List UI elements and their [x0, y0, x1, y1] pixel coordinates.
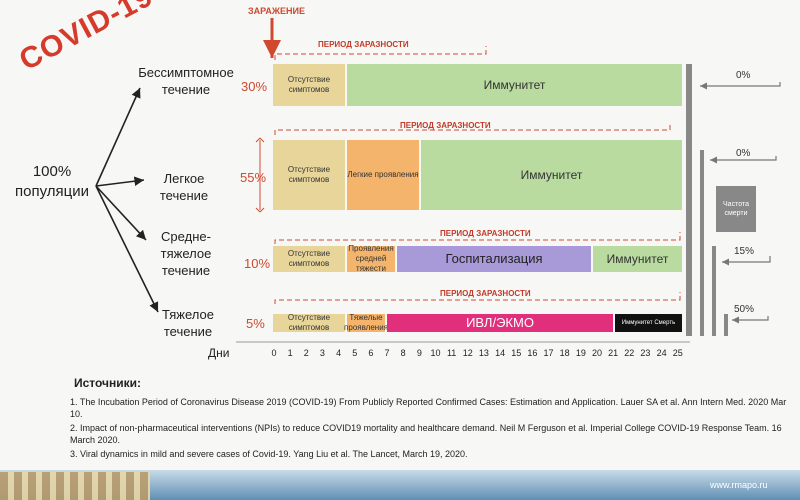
course-text: Средне-	[161, 229, 211, 244]
infection-label: ЗАРАЖЕНИЕ	[248, 6, 305, 16]
day-tick: 9	[416, 348, 422, 358]
reference-1: 1. The Incubation Period of Coronavirus …	[70, 397, 787, 419]
segment-immunity-or-death: Иммунитет Смерть	[615, 314, 682, 332]
segment-no-symptoms: Отсутствие симптомов	[273, 64, 345, 106]
day-tick: 6	[368, 348, 374, 358]
outcome-bar-severe	[724, 314, 728, 336]
pct-severe: 5%	[246, 316, 265, 331]
day-tick: 19	[575, 348, 586, 358]
reference-3: 3. Viral dynamics in mild and severe cas…	[70, 449, 468, 459]
segment-immunity: Иммунитет	[421, 140, 682, 210]
day-tick: 25	[672, 348, 683, 358]
segment-hospitalization: Госпитализация	[397, 246, 591, 272]
day-tick: 11	[446, 348, 457, 358]
day-tick: 0	[271, 348, 277, 358]
course-text: течение	[163, 324, 213, 339]
day-tick: 5	[352, 348, 358, 358]
pct-moderate: 10%	[244, 256, 271, 271]
course-text: Тяжелое	[162, 307, 214, 322]
segment-immunity: Иммунитет	[347, 64, 682, 106]
day-tick: 4	[336, 348, 342, 358]
day-tick: 14	[495, 348, 506, 358]
course-text: течение	[159, 188, 209, 203]
segment-no-symptoms: Отсутствие симптомов	[273, 313, 345, 332]
day-tick: 2	[303, 348, 309, 358]
population-label: 100% популяции	[12, 162, 92, 202]
infectious-period-label: ПЕРИОД ЗАРАЗНОСТИ	[400, 121, 491, 130]
mortality-rate-label: Частота смерти	[716, 186, 756, 232]
days-axis-label: Дни	[208, 346, 230, 360]
site-url[interactable]: www.rmapo.ru	[710, 480, 768, 490]
infectious-period-label: ПЕРИОД ЗАРАЗНОСТИ	[440, 229, 531, 238]
day-tick: 7	[384, 348, 390, 358]
segment-immunity: Иммунитет	[593, 246, 682, 272]
day-tick: 24	[656, 348, 667, 358]
day-tick: 22	[624, 348, 635, 358]
outcome-bar-main	[686, 64, 692, 336]
segment-ventilation-ecmo: ИВЛ/ЭКМО	[387, 314, 613, 332]
pct-mild: 55%	[240, 170, 267, 185]
day-tick: 21	[608, 348, 619, 358]
day-tick: 17	[543, 348, 554, 358]
day-tick: 12	[462, 348, 473, 358]
segment-moderate-manifestations: Проявления средней тяжести	[347, 244, 395, 273]
segment-no-symptoms: Отсутствие симптомов	[273, 246, 345, 272]
day-tick: 10	[430, 348, 441, 358]
day-tick: 20	[591, 348, 602, 358]
day-tick: 1	[287, 348, 293, 358]
reference-2: 2. Impact of non-pharmaceutical interven…	[70, 423, 782, 445]
day-tick: 23	[640, 348, 651, 358]
population-text: популяции	[15, 183, 89, 200]
course-text: течение	[161, 263, 211, 278]
course-text: течение	[161, 82, 211, 97]
day-tick: 8	[400, 348, 406, 358]
population-pct: 100%	[32, 163, 72, 180]
outcome-bar-mild	[700, 150, 704, 336]
segment-severe-manifestations: Тяжелые проявления	[344, 313, 388, 332]
course-label-asymptomatic: Бессимптомное течение	[136, 64, 236, 98]
outcome-bar-moderate	[712, 246, 716, 336]
mortality-asymptomatic: 0%	[736, 70, 751, 81]
day-tick: 13	[478, 348, 489, 358]
course-text: тяжелое	[160, 246, 212, 261]
day-tick: 3	[319, 348, 325, 358]
day-tick: 16	[527, 348, 538, 358]
day-tick: 18	[559, 348, 570, 358]
segment-no-symptoms: Отсутствие симптомов	[273, 140, 345, 210]
course-label-severe: Тяжелое течение	[150, 306, 226, 340]
mortality-moderate: 15%	[734, 246, 755, 257]
mortality-mild: 0%	[736, 148, 751, 159]
course-text: Бессимптомное	[138, 65, 234, 80]
infectious-period-label: ПЕРИОД ЗАРАЗНОСТИ	[318, 40, 409, 49]
day-tick: 15	[511, 348, 522, 358]
infectious-period-label: ПЕРИОД ЗАРАЗНОСТИ	[440, 289, 531, 298]
course-text: Легкое	[163, 171, 205, 186]
course-label-moderate: Средне- тяжелое течение	[148, 228, 224, 279]
segment-mild-manifestations: Легкие проявления	[347, 140, 419, 210]
pct-asymptomatic: 30%	[241, 79, 268, 94]
course-label-mild: Легкое течение	[146, 170, 222, 204]
footer-building-image	[0, 472, 150, 500]
mortality-severe: 50%	[734, 304, 755, 315]
sources-title: Источники:	[74, 376, 142, 390]
